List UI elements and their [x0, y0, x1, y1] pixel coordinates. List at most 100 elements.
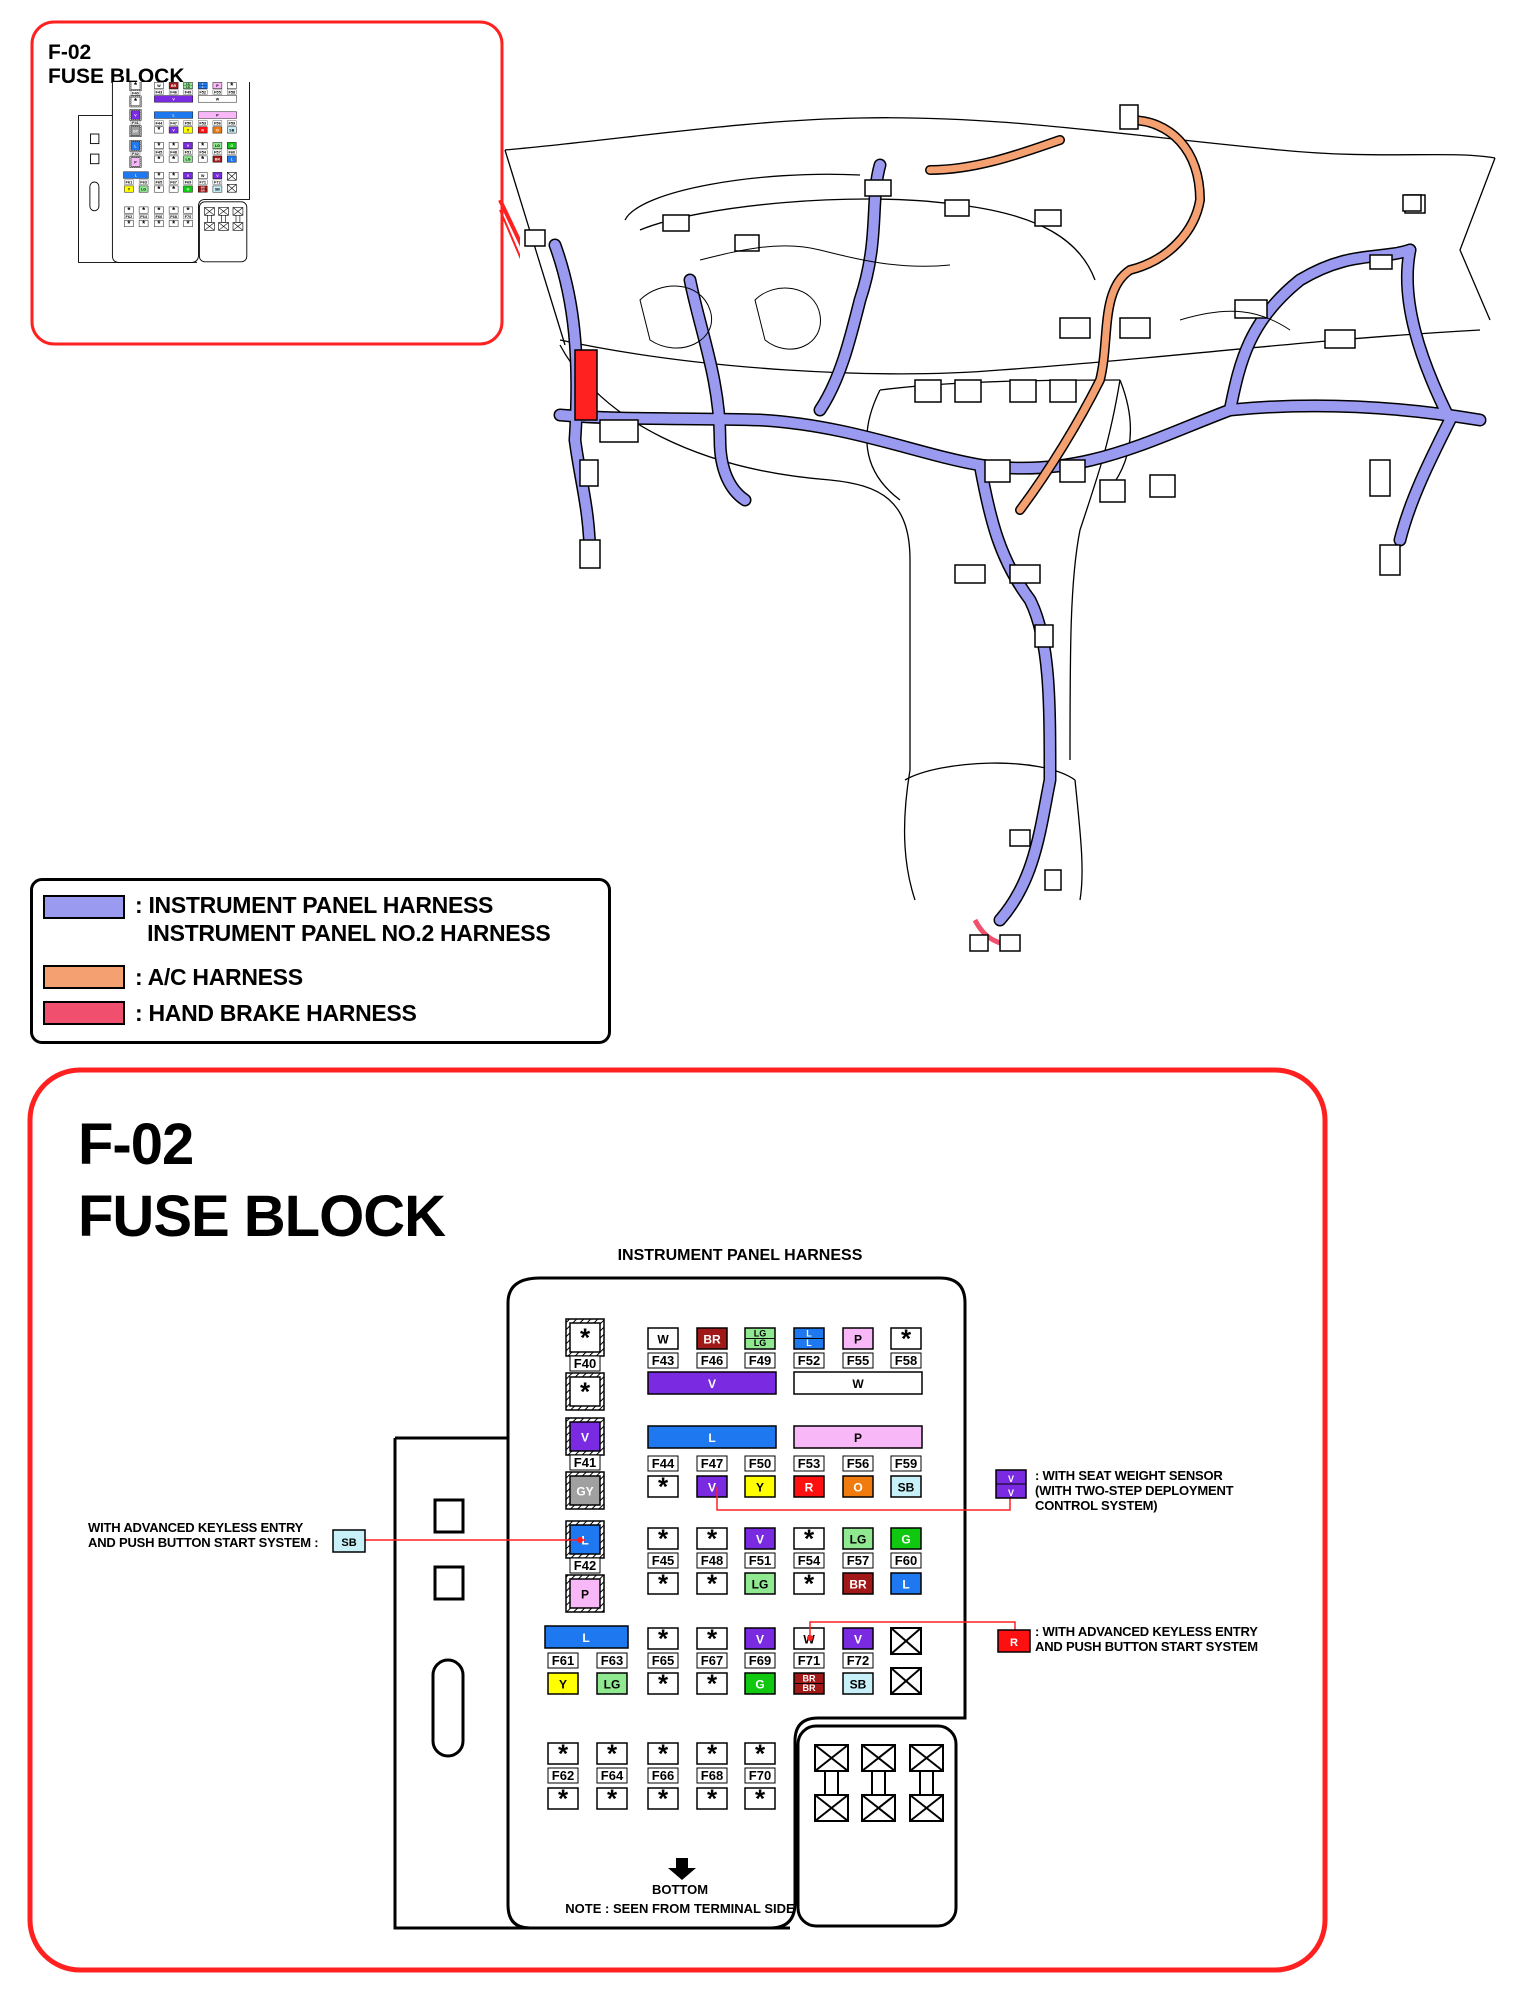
fuse-id-F44: F44 [652, 1456, 675, 1471]
fuse-id-F62: F62 [126, 214, 134, 219]
fuse-F65-top-label: * [658, 1624, 669, 1654]
wide-bar-p-label: P [216, 114, 219, 118]
fuse-id-F46: F46 [701, 1353, 723, 1368]
fuse-F40-top-label: * [580, 1323, 591, 1353]
fuse-id-F51: F51 [749, 1553, 771, 1568]
wide-bar-p [793, 1425, 923, 1449]
fuse-F65-top-label: * [157, 171, 161, 180]
fuse-F67-top [696, 1627, 728, 1650]
fuse-F50-bottom-label: Y [187, 128, 190, 132]
callout-keyless-left: WITH ADVANCED KEYLESS ENTRY AND PUSH BUT… [88, 1520, 319, 1550]
fuse-id-box-F41 [130, 120, 141, 126]
fuse-F57-bottom [842, 1572, 874, 1595]
wide-bar-l2 [544, 1625, 629, 1649]
fuse-F49-top-label-top: LG [754, 1329, 767, 1339]
bottom-label: BOTTOM [651, 1882, 709, 1897]
fuse-F43-top-label: W [657, 1333, 669, 1347]
fuse-F56-bottom-label: O [216, 128, 219, 132]
fuse-id-box-F59 [890, 1455, 922, 1472]
blank-relay-top-x2 [227, 172, 237, 181]
fuse-F72-top [212, 172, 223, 179]
fuse-id-F70: F70 [749, 1768, 771, 1783]
fuse-F64-bottom-label: * [607, 1784, 618, 1814]
fuse-F59-bottom-label: SB [898, 1481, 915, 1495]
fuse-F66-bottom [647, 1787, 679, 1810]
fuse-F57-bottom [212, 155, 223, 163]
fuse-F70-bottom [183, 220, 193, 227]
callout-box-left-label: SB [341, 1537, 356, 1549]
relay-2-bottom-x2 [218, 222, 229, 231]
fuse-id-F66: F66 [156, 214, 164, 219]
fuse-F69-bottom [183, 185, 193, 193]
fuse-id-box-F62 [547, 1767, 579, 1784]
fuse-id-F51: F51 [185, 150, 193, 155]
fuse-F54-bottom-label: * [201, 155, 205, 164]
thin-wires [639, 245, 1291, 350]
fuse-F66-top-label: * [157, 206, 161, 215]
fuse-id-F59: F59 [895, 1456, 917, 1471]
callout-box-left [332, 1529, 366, 1553]
fuse-F42-bottom [130, 157, 141, 167]
fuse-id-box-F69 [183, 179, 193, 185]
fuse-id-box-F64 [138, 214, 149, 220]
fuse-F46-top-label: BR [703, 1333, 721, 1347]
inset-pointer-line-2 [499, 209, 520, 260]
wide-bar-v-label: V [708, 1377, 716, 1391]
fuse-F69-top [744, 1627, 776, 1650]
fuse-F43-top [647, 1327, 679, 1350]
fuse-F57-bottom-label: BR [215, 158, 221, 162]
fuse-F41-bottom-label: GY [576, 1485, 593, 1499]
fuse-id-F45: F45 [156, 150, 164, 155]
wide-bar-w-label: W [216, 97, 220, 101]
fuse-F60-top [227, 142, 237, 149]
fuse-F64-bottom-label: * [142, 219, 146, 228]
bottom-arrow-icon [668, 1858, 696, 1880]
fuse-id-box-F51 [744, 1552, 776, 1569]
fuse-F47-bottom-label: V [708, 1481, 716, 1495]
fuse-id-box-F61 [547, 1652, 579, 1669]
fuse-F69-top-label: V [187, 174, 190, 178]
fuse-F70-bottom-label: * [186, 219, 190, 228]
fuse-id-box-F40 [130, 90, 141, 96]
callout-line-right [809, 1621, 1016, 1638]
fuse-id-F65: F65 [652, 1653, 674, 1668]
relay-3-bottom-x2 [232, 222, 244, 231]
fuse-F62-top [547, 1742, 579, 1765]
fuse-F69-top [183, 172, 193, 179]
fuse-id-box-F52 [198, 89, 208, 95]
relay-3-stem [919, 1770, 934, 1796]
fuse-F45-bottom-label: * [658, 1569, 669, 1599]
fuse-F66-bottom [154, 220, 164, 227]
bracket-slot-2 [90, 153, 100, 165]
fuse-id-F72: F72 [214, 180, 222, 185]
fuse-id-F48: F48 [170, 150, 178, 155]
fuse-id-F49: F49 [749, 1353, 771, 1368]
fuse-id-F61: F61 [126, 180, 134, 185]
fuse-F53-bottom-label: R [201, 128, 204, 132]
fuse-id-box-F46 [696, 1352, 728, 1369]
fuse-F70-top [183, 206, 193, 214]
relay-1-top-x2 [204, 207, 215, 216]
wide-bar-l2-label: L [582, 1631, 589, 1645]
legend-label-instrument-panel: : INSTRUMENT PANEL HARNESS INSTRUMENT PA… [135, 892, 551, 946]
fuse-F60-bottom-label: L [231, 158, 234, 162]
fuse-F49-top-label-bottom: LG [754, 1338, 767, 1348]
fuse-F68-bottom [168, 220, 179, 227]
fuse-F68-top-label: * [707, 1739, 718, 1769]
fuse-F62-bottom-label: * [127, 219, 131, 228]
fuse-F48-top-label: * [172, 141, 176, 150]
relay-3-top-x2 [909, 1744, 944, 1772]
fuse-F58-top-label: * [230, 82, 234, 90]
fuse-F45-top-label: * [658, 1524, 669, 1554]
fuse-id-box-F50 [183, 120, 193, 126]
fuse-id-F68: F68 [170, 214, 178, 219]
fuse-id-F47: F47 [701, 1456, 723, 1471]
fuse-F51-top [183, 142, 193, 149]
fuse-id-box-F44 [154, 120, 164, 126]
harness-legend: : INSTRUMENT PANEL HARNESS INSTRUMENT PA… [30, 878, 611, 1044]
relay-2-top-x2 [861, 1744, 896, 1772]
fuse-F60-bottom [227, 155, 237, 163]
fuse-F64-bottom [138, 220, 149, 227]
fuse-F63-bottom-label: LG [604, 1678, 621, 1692]
